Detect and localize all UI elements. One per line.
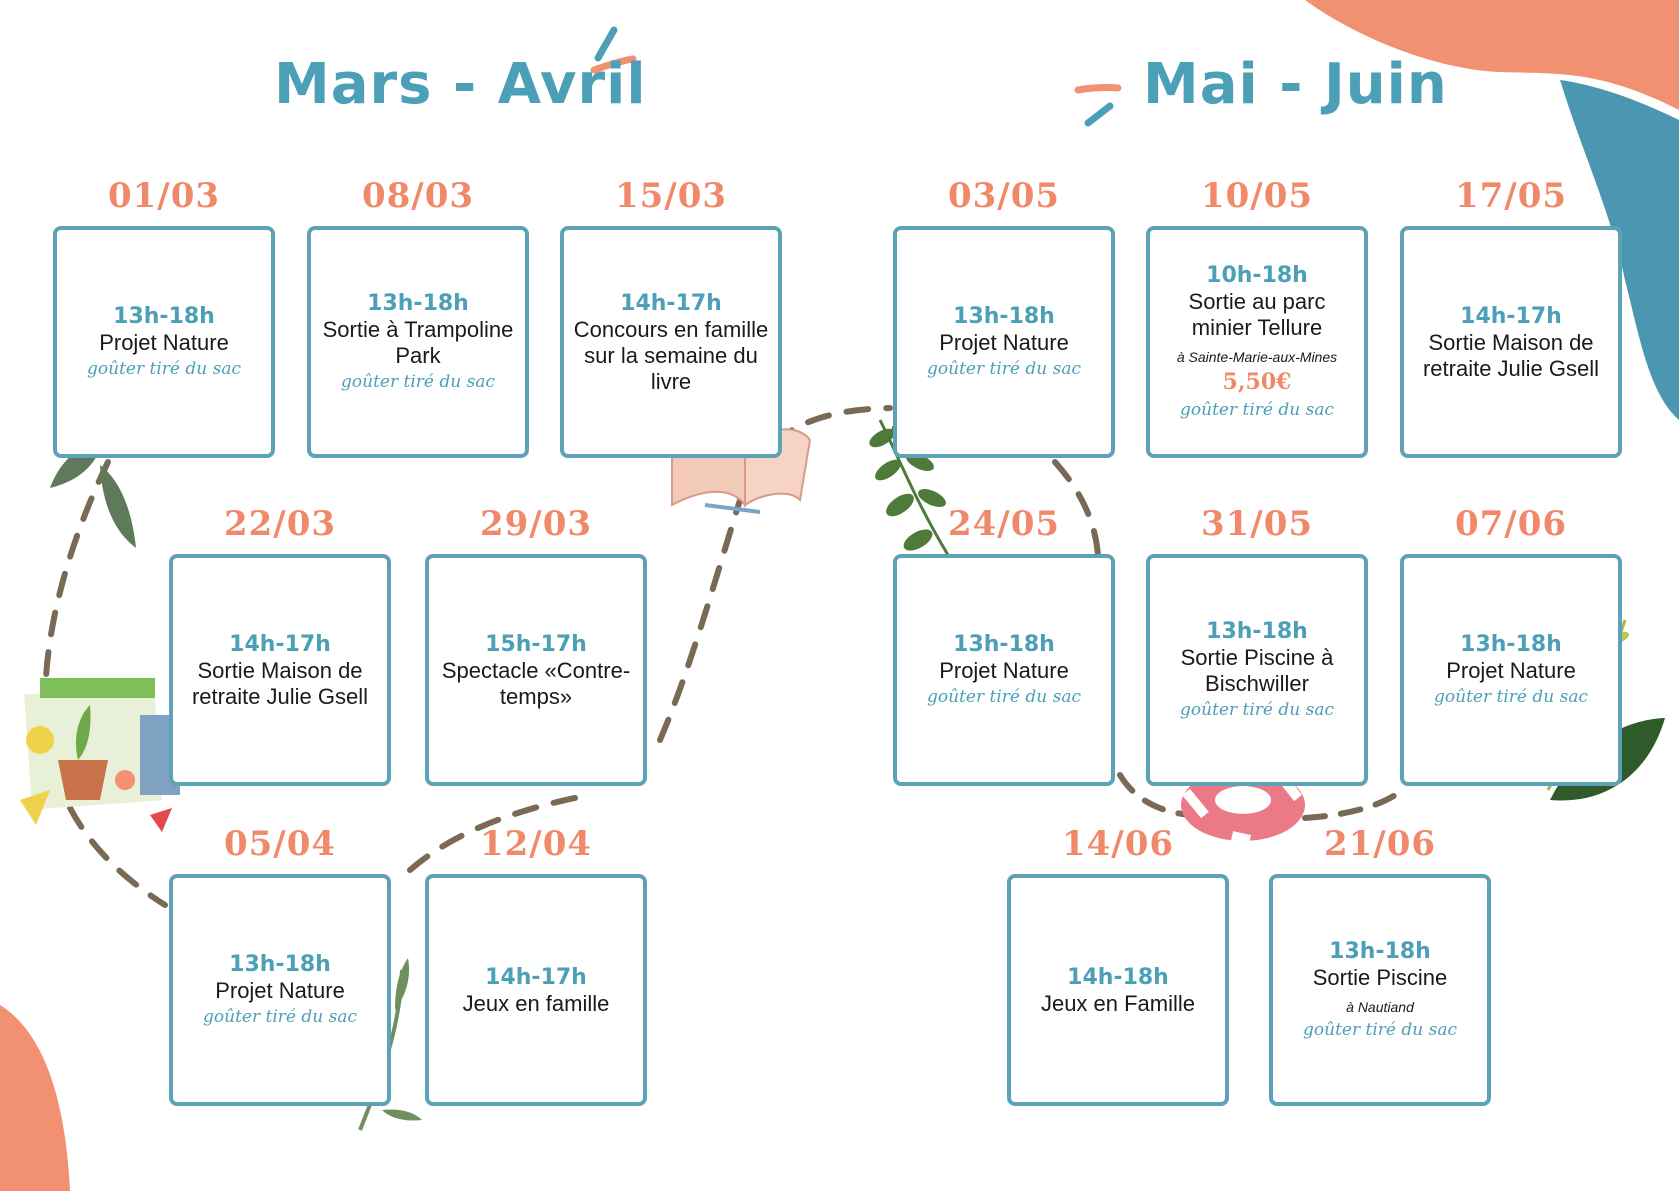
event-date: 12/04 [479, 824, 593, 864]
event-date: 22/03 [223, 504, 337, 544]
event-place: à Sainte-Marie-aux-Mines [1176, 348, 1338, 365]
event-date: 05/04 [223, 824, 337, 864]
event-time: 15h-17h [485, 631, 587, 657]
event-activity: Projet Nature [1446, 657, 1576, 683]
event-time: 13h-18h [229, 951, 331, 977]
event-card: 14h-17h Sortie Maison de retraite Julie … [169, 554, 391, 786]
event-snack: goûter tiré du sac [927, 358, 1081, 379]
event-activity: Sortie Piscine [1312, 964, 1448, 990]
event-time: 14h-17h [620, 290, 722, 316]
event-card: 15h-17h Spectacle «Contre-temps» [425, 554, 647, 786]
event-time: 14h-17h [229, 631, 331, 657]
accent-stroke [594, 26, 618, 62]
event-card: 13h-18h Projet Nature goûter tiré du sac [1400, 554, 1622, 786]
event-snack: goûter tiré du sac [1180, 399, 1334, 420]
leaf-icon [395, 958, 410, 1010]
event-activity: Projet Nature [939, 329, 1069, 355]
event-snack: goûter tiré du sac [1303, 1019, 1457, 1040]
event-card: 14h-17h Jeux en famille [425, 874, 647, 1106]
event-activity: Projet Nature [215, 977, 345, 1003]
event-activity: Sortie à Trampoline Park [322, 316, 514, 368]
event-activity: Sortie Maison de retraite Julie Gsell [191, 657, 369, 709]
event-time: 14h-18h [1067, 964, 1169, 990]
event-time: 14h-17h [1460, 303, 1562, 329]
dashed-path [1052, 459, 1101, 558]
event-time: 13h-18h [367, 290, 469, 316]
event-card: 14h-17h Sortie Maison de retraite Julie … [1400, 226, 1622, 458]
event-time: 13h-18h [953, 631, 1055, 657]
event-card: 13h-18h Sortie à Trampoline Park goûter … [307, 226, 529, 458]
event-date: 08/03 [361, 176, 475, 216]
event-activity: Concours en famille sur la semaine du li… [573, 316, 769, 394]
event-time: 13h-18h [1329, 938, 1431, 964]
accent-stroke [1074, 84, 1122, 94]
top-right-orange-blob [1305, 0, 1679, 110]
event-snack: goûter tiré du sac [1180, 699, 1334, 720]
event-activity: Sortie Maison de retraite Julie Gsell [1422, 329, 1600, 381]
event-date: 14/06 [1061, 824, 1175, 864]
event-activity: Projet Nature [99, 329, 229, 355]
section-title-mai-juin: Mai - Juin [1143, 52, 1448, 117]
event-snack: goûter tiré du sac [1434, 686, 1588, 707]
crafts-illustration [20, 678, 180, 832]
event-date: 17/05 [1454, 176, 1568, 216]
event-activity: Sortie au parc minier Tellure [1188, 288, 1326, 340]
event-date: 21/06 [1323, 824, 1437, 864]
event-card: 13h-18h Projet Nature goûter tiré du sac [893, 226, 1115, 458]
dashed-path [1117, 772, 1193, 818]
event-date: 10/05 [1200, 176, 1314, 216]
event-date: 01/03 [107, 176, 221, 216]
event-activity: Projet Nature [939, 657, 1069, 683]
event-time: 14h-17h [485, 964, 587, 990]
event-snack: goûter tiré du sac [927, 686, 1081, 707]
event-activity: Jeux en famille [462, 990, 610, 1016]
event-card: 14h-17h Concours en famille sur la semai… [560, 226, 782, 458]
event-activity: Spectacle «Contre-temps» [441, 657, 631, 709]
event-date: 15/03 [614, 176, 728, 216]
event-time: 10h-18h [1206, 262, 1308, 288]
event-activity: Sortie Piscine à Bischwiller [1180, 644, 1334, 696]
event-snack: goûter tiré du sac [87, 358, 241, 379]
event-time: 13h-18h [1460, 631, 1562, 657]
event-date: 03/05 [947, 176, 1061, 216]
event-date: 24/05 [947, 504, 1061, 544]
dashed-path [407, 792, 593, 873]
leaf-icon [100, 465, 136, 548]
event-date: 07/06 [1454, 504, 1568, 544]
event-price: 5,50€ [1222, 368, 1292, 395]
event-date: 29/03 [479, 504, 593, 544]
event-card: 13h-18h Sortie Piscine à Nautiand goûter… [1269, 874, 1491, 1106]
event-place: à Nautiand [1346, 998, 1414, 1015]
event-snack: goûter tiré du sac [203, 1006, 357, 1027]
event-card: 13h-18h Sortie Piscine à Bischwiller goû… [1146, 554, 1368, 786]
event-activity: Jeux en Famille [1040, 990, 1196, 1016]
event-time: 13h-18h [1206, 618, 1308, 644]
event-date: 31/05 [1200, 504, 1314, 544]
event-card: 14h-18h Jeux en Famille [1007, 874, 1229, 1106]
accent-stroke [1084, 102, 1114, 127]
bottom-left-orange-blob [0, 1005, 70, 1191]
event-card: 13h-18h Projet Nature goûter tiré du sac [893, 554, 1115, 786]
leaf-icon [382, 1109, 422, 1121]
event-card: 13h-18h Projet Nature goûter tiré du sac [53, 226, 275, 458]
event-snack: goûter tiré du sac [341, 371, 495, 392]
event-card: 10h-18h Sortie au parc minier Tellure à … [1146, 226, 1368, 458]
accent-stroke [590, 55, 637, 74]
event-card: 13h-18h Projet Nature goûter tiré du sac [169, 874, 391, 1106]
event-time: 13h-18h [113, 303, 215, 329]
dashed-path [1302, 785, 1408, 821]
section-title-mars-avril: Mars - Avril [274, 52, 647, 117]
event-time: 13h-18h [953, 303, 1055, 329]
